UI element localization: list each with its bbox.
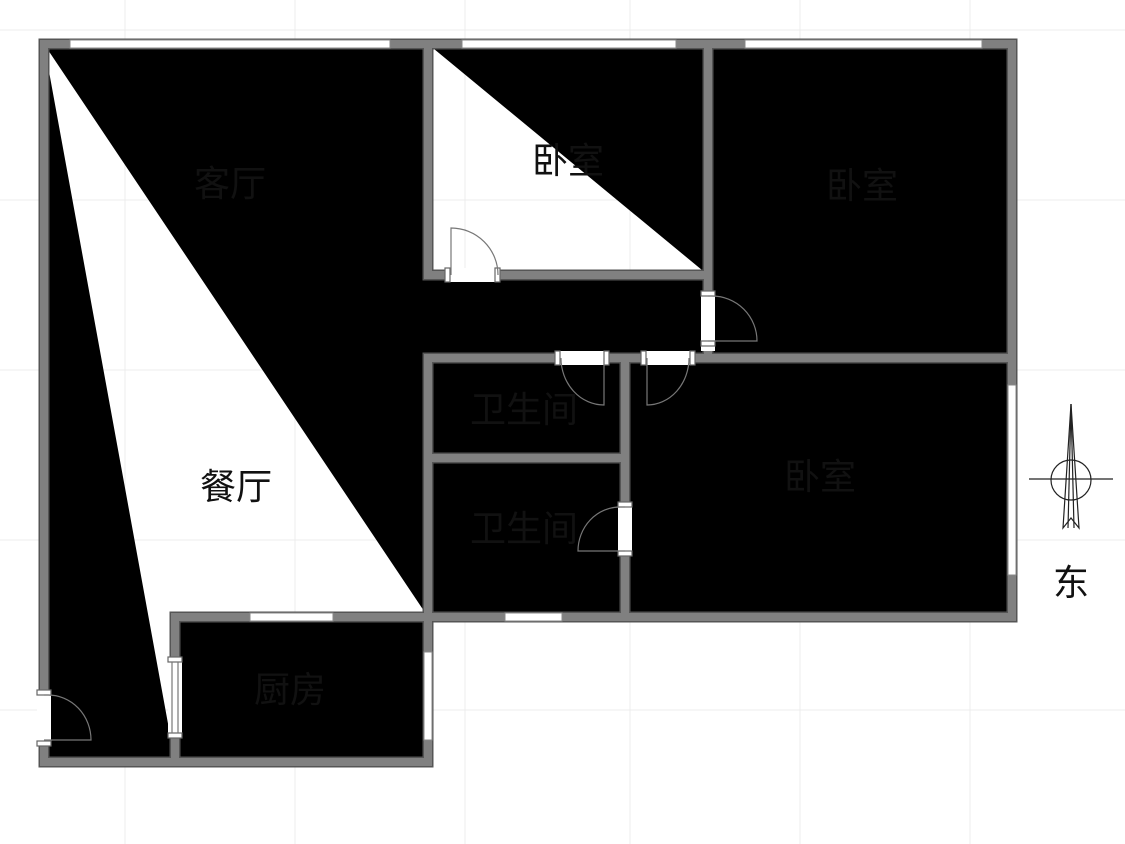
room-label-kitchen: 厨房 xyxy=(254,670,326,711)
door-entry[interactable] xyxy=(44,694,92,741)
room-labels: 客厅 卧室 卧室 卫生间 卫生间 卧室 餐厅 厨房 xyxy=(194,141,898,711)
walls xyxy=(44,44,1012,762)
north-arrow-icon xyxy=(1029,403,1113,530)
doors xyxy=(36,227,758,747)
room-label-bedroom-3: 卧室 xyxy=(784,457,856,498)
door-bedroom-2[interactable] xyxy=(708,295,758,342)
window xyxy=(461,39,677,49)
door-bathroom-1[interactable] xyxy=(560,357,605,406)
room-label-bedroom-1: 卧室 xyxy=(532,141,604,182)
room-label-dining-room: 餐厅 xyxy=(200,467,272,508)
room-label-living-room: 客厅 xyxy=(194,164,266,205)
windows xyxy=(69,39,1017,741)
window xyxy=(249,612,334,622)
room-label-bedroom-2: 卧室 xyxy=(826,166,898,207)
window xyxy=(1007,384,1017,576)
door-bedroom-1[interactable] xyxy=(450,227,499,276)
window xyxy=(69,39,391,49)
door-bathroom-2[interactable] xyxy=(577,506,625,552)
door-bedroom-3[interactable] xyxy=(646,357,690,406)
window xyxy=(423,651,433,741)
room-label-bathroom-2: 卫生间 xyxy=(470,509,578,550)
window xyxy=(504,612,563,622)
compass-direction-label: 东 xyxy=(1053,563,1089,604)
window xyxy=(744,39,983,49)
room-label-bathroom-1: 卫生间 xyxy=(470,390,578,431)
